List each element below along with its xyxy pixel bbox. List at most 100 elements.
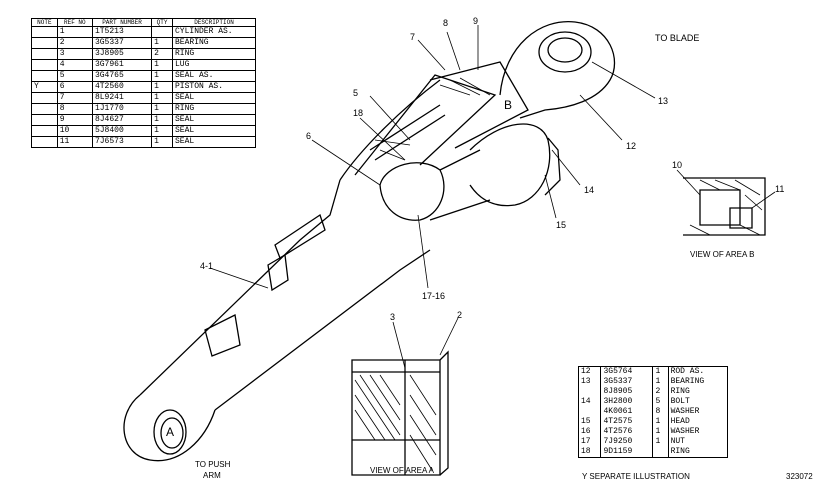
part-cell: 4T2560 bbox=[91, 81, 153, 93]
ref-cell bbox=[578, 387, 602, 397]
qty-cell: 1 bbox=[652, 417, 669, 427]
callout-10: 10 bbox=[672, 160, 683, 170]
qty-cell: 1 bbox=[151, 136, 173, 148]
qty-cell: 8 bbox=[652, 407, 669, 417]
part-cell: 3G5764 bbox=[600, 366, 654, 377]
callout-9: 9 bbox=[473, 16, 479, 26]
qty-cell: 1 bbox=[652, 437, 669, 447]
note-cell bbox=[31, 136, 58, 148]
part-cell: 4T2575 bbox=[600, 417, 654, 427]
part-cell: 1J1770 bbox=[91, 103, 153, 115]
area-a-marker: A bbox=[166, 425, 175, 439]
ref-cell: 2 bbox=[56, 37, 93, 49]
qty-cell: 1 bbox=[151, 59, 173, 71]
to-push-arm-label-1: TO PUSH bbox=[195, 460, 231, 469]
part-cell: 7J9250 bbox=[600, 437, 654, 447]
desc-cell: SEAL bbox=[172, 136, 256, 148]
ref-cell: 6 bbox=[56, 81, 93, 93]
note-cell bbox=[31, 59, 58, 71]
part-cell: 5J8400 bbox=[91, 125, 153, 137]
part-cell: 8J8905 bbox=[600, 387, 654, 397]
ref-cell: 12 bbox=[578, 366, 602, 377]
ref-no-header: REF NO bbox=[56, 18, 93, 27]
qty-cell: 1 bbox=[151, 70, 173, 82]
part-cell: 1T5213 bbox=[91, 26, 153, 38]
ref-cell: 8 bbox=[56, 103, 93, 115]
desc-cell: CYLINDER AS. bbox=[172, 26, 256, 38]
qty-cell: 2 bbox=[151, 48, 173, 60]
part-cell: 3G5337 bbox=[91, 37, 153, 49]
callout-7: 7 bbox=[410, 32, 416, 42]
qty-cell: 1 bbox=[151, 103, 173, 115]
ref-cell: 4 bbox=[56, 59, 93, 71]
qty-cell: 5 bbox=[652, 397, 669, 407]
ref-cell: 10 bbox=[56, 125, 93, 137]
callout-3: 3 bbox=[390, 312, 396, 322]
view-area-a-label: VIEW OF AREA A bbox=[370, 466, 435, 475]
qty-cell bbox=[652, 447, 669, 458]
callout-13: 13 bbox=[658, 96, 669, 106]
desc-cell: BEARING bbox=[670, 377, 705, 386]
note-cell bbox=[31, 26, 58, 38]
note-header: NOTE bbox=[31, 18, 58, 27]
ref-cell: 16 bbox=[578, 427, 602, 437]
qty-cell: 1 bbox=[151, 37, 173, 49]
part-cell: 3G5337 bbox=[600, 377, 654, 387]
desc-cell: RING bbox=[172, 103, 256, 115]
desc-cell: SEAL bbox=[172, 114, 256, 126]
desc-cell: HEAD bbox=[670, 417, 690, 426]
ref-cell bbox=[578, 407, 602, 417]
ref-cell: 1 bbox=[56, 26, 93, 38]
qty-cell: 1 bbox=[652, 427, 669, 437]
note-cell bbox=[31, 125, 58, 137]
qty-cell: 1 bbox=[151, 81, 173, 93]
desc-cell: RING bbox=[670, 447, 690, 456]
callout-4-1: 4-1 bbox=[200, 261, 214, 271]
qty-cell: 2 bbox=[652, 387, 669, 397]
desc-cell: NUT bbox=[670, 437, 685, 446]
desc-cell: RING bbox=[670, 387, 690, 396]
part-cell: 3H2800 bbox=[600, 397, 654, 407]
desc-cell: ROD AS. bbox=[670, 367, 705, 376]
ref-cell: 3 bbox=[56, 48, 93, 60]
desc-cell: RING bbox=[172, 48, 256, 60]
qty-cell: 1 bbox=[652, 377, 669, 387]
qty-cell: 1 bbox=[151, 125, 173, 137]
part-cell: 8L9241 bbox=[91, 92, 153, 104]
qty-cell: 1 bbox=[151, 114, 173, 126]
callout-12: 12 bbox=[626, 141, 637, 151]
callout-17-16: 17-16 bbox=[422, 291, 446, 301]
desc-cell: LUG bbox=[172, 59, 256, 71]
qty-header: QTY bbox=[151, 18, 173, 27]
note-cell bbox=[31, 103, 58, 115]
ref-cell: 13 bbox=[578, 377, 602, 387]
parts-header-row: NOTE REF NO PART NUMBER QTY DESCRIPTION bbox=[31, 18, 256, 27]
desc-cell: SEAL AS. bbox=[172, 70, 256, 82]
desc-cell: BEARING bbox=[172, 37, 256, 49]
to-blade-label: TO BLADE bbox=[655, 33, 700, 43]
desc-cell: BOLT bbox=[670, 397, 690, 406]
callout-8: 8 bbox=[443, 18, 449, 28]
ref-cell: 17 bbox=[578, 437, 602, 447]
part-cell: 9D1159 bbox=[600, 447, 654, 458]
part-cell: 4T2576 bbox=[600, 427, 654, 437]
callout-5: 5 bbox=[353, 88, 359, 98]
